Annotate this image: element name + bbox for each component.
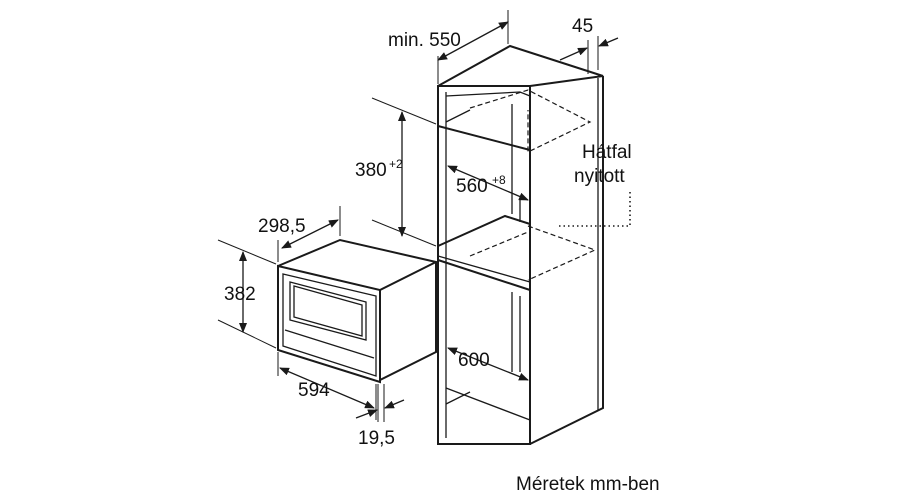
dim-front-depth-label: 19,5 — [358, 428, 395, 449]
dim-unit-depth-label: 298,5 — [258, 216, 306, 237]
back-panel-label-line2: nyitott — [574, 166, 625, 187]
dim-niche-height: 380 +2 — [355, 97, 437, 247]
dim-niche-height-tolerance: +2 — [389, 157, 403, 171]
dim-unit-width: 594 — [277, 352, 377, 420]
dim-unit-height: 382 — [217, 239, 277, 349]
dim-min-depth-label: min. 550 — [388, 30, 461, 51]
dim-rear-gap: 45 — [559, 16, 619, 74]
units-note: Méretek mm-ben — [516, 474, 660, 495]
dim-niche-height-label: 380 — [355, 160, 387, 181]
dim-niche-width-tolerance: +8 — [492, 173, 506, 187]
dim-min-depth: min. 550 — [388, 10, 509, 84]
dim-niche-width: 560 +8 — [447, 165, 529, 201]
dim-front-depth: 19,5 — [355, 384, 405, 449]
dim-rear-gap-label: 45 — [572, 16, 593, 37]
dim-unit-height-label: 382 — [224, 284, 256, 305]
back-panel-label-line1: Hátfal — [582, 142, 632, 163]
dim-unit-depth: 298,5 — [258, 206, 341, 262]
tall-cabinet — [437, 44, 604, 445]
dim-cabinet-width-label: 600 — [458, 350, 490, 371]
dim-unit-width-label: 594 — [298, 380, 330, 401]
dim-cabinet-width: 600 — [447, 347, 529, 381]
oven-unit — [277, 238, 439, 384]
dim-niche-width-label: 560 — [456, 176, 488, 197]
back-panel-note: Hátfal nyitott — [556, 142, 632, 227]
